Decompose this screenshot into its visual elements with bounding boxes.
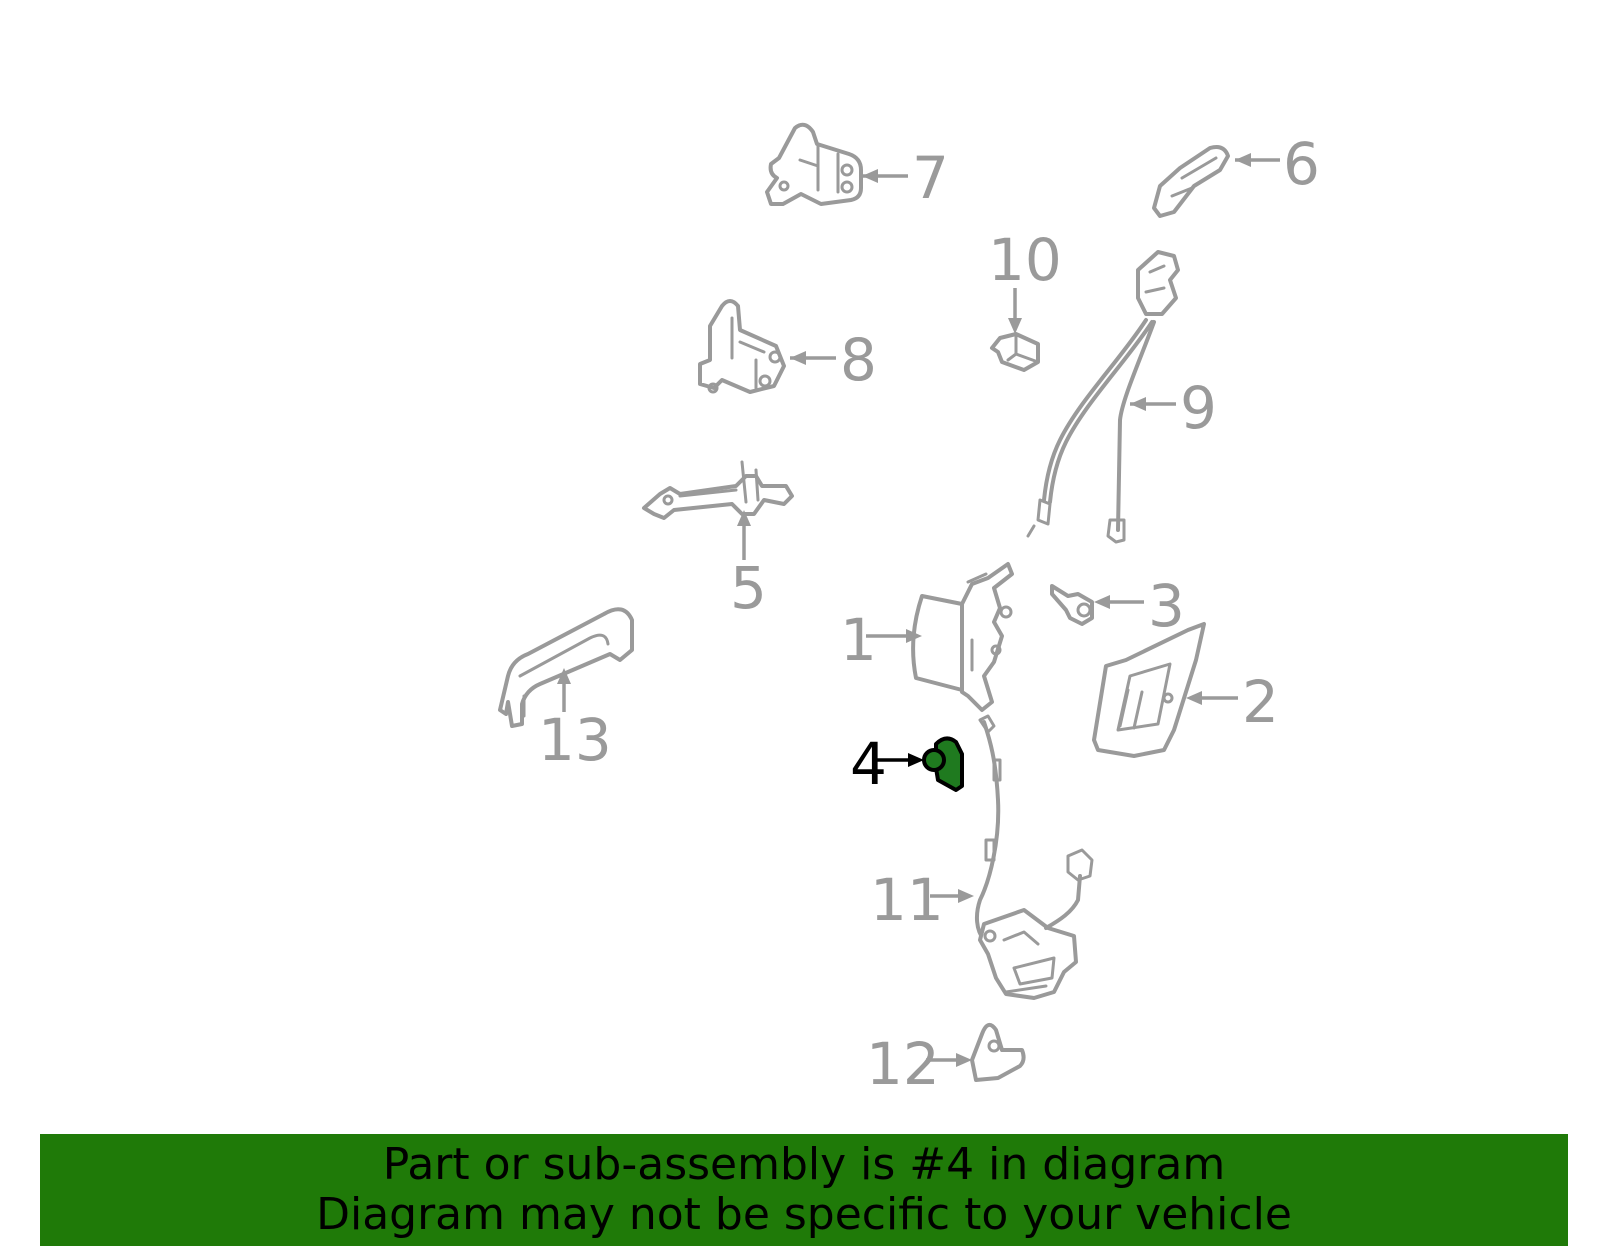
- callout-13: 13: [538, 706, 612, 774]
- callout-8: 8: [840, 326, 877, 394]
- part-13-pull-cup[interactable]: [498, 607, 634, 728]
- part-3-screw[interactable]: [1050, 584, 1094, 626]
- callout-11: 11: [870, 866, 944, 934]
- part-10-clip[interactable]: [990, 332, 1040, 372]
- part-7-upper-hinge[interactable]: [765, 122, 863, 206]
- callout-2: 2: [1242, 668, 1279, 736]
- part-6-outside-handle[interactable]: [1152, 145, 1230, 218]
- banner-line-2: Diagram may not be specific to your vehi…: [316, 1189, 1292, 1240]
- part-5-door-check[interactable]: [642, 460, 794, 520]
- banner-line-1: Part or sub-assembly is #4 in diagram: [382, 1139, 1226, 1190]
- callout-10: 10: [988, 226, 1062, 294]
- part-1-lock-actuator[interactable]: [911, 562, 1014, 712]
- callout-3: 3: [1148, 572, 1185, 640]
- callout-12: 12: [866, 1030, 940, 1098]
- part-4-highlighted[interactable]: [922, 736, 964, 792]
- part-11-latch-assembly[interactable]: [974, 714, 1094, 1000]
- part-9-cable-assembly[interactable]: [1026, 250, 1180, 544]
- part-2-inside-handle[interactable]: [1092, 622, 1206, 758]
- part-8-lower-hinge[interactable]: [698, 299, 786, 394]
- callout-9: 9: [1180, 374, 1217, 442]
- callout-7: 7: [912, 144, 949, 212]
- callout-4-highlighted: 4: [850, 730, 887, 798]
- callout-1: 1: [840, 606, 877, 674]
- info-banner: Part or sub-assembly is #4 in diagram Di…: [40, 1134, 1568, 1246]
- part-12-striker[interactable]: [970, 1022, 1026, 1082]
- callout-5: 5: [730, 554, 767, 622]
- callout-6: 6: [1283, 130, 1320, 198]
